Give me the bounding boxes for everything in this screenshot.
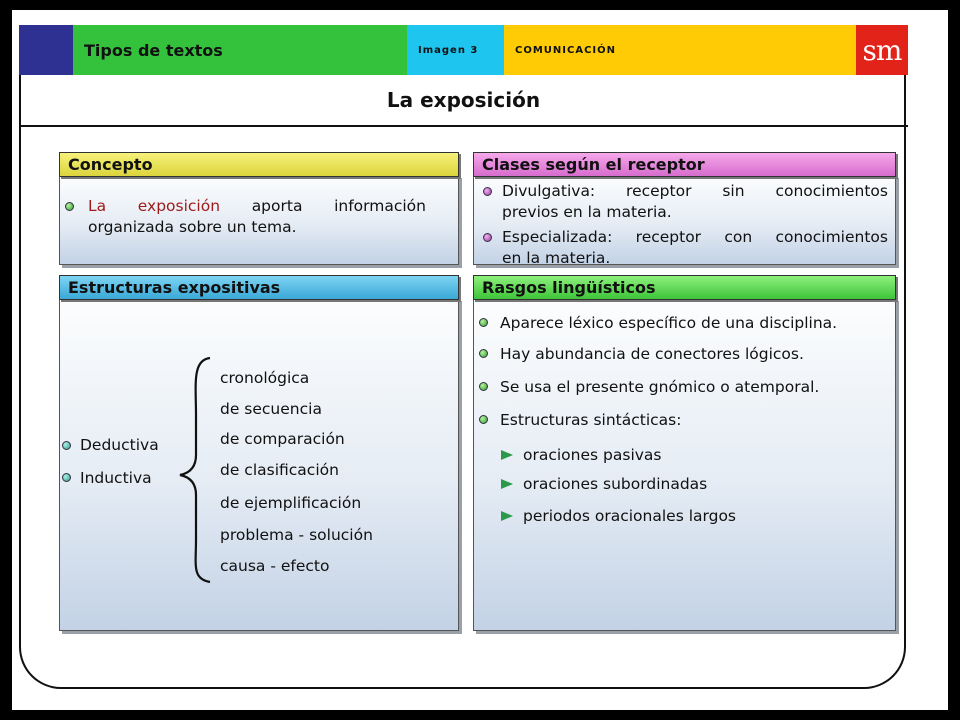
header-navy-block xyxy=(19,25,73,75)
panel-rasgos xyxy=(473,298,896,631)
rasgo-item: Estructuras sintácticas: xyxy=(500,411,682,429)
bullet-icon xyxy=(62,473,71,482)
estructura-item: cronológica xyxy=(220,369,310,387)
estructura-item: causa - efecto xyxy=(220,557,330,575)
estructura-item: de comparación xyxy=(220,430,345,448)
panel-clases xyxy=(473,175,896,265)
bullet-icon xyxy=(65,202,74,211)
header-image-label: Imagen 3 xyxy=(407,25,504,75)
rasgo-item: Se usa el presente gnómico o atemporal. xyxy=(500,378,820,396)
panel-concepto xyxy=(59,175,459,265)
clases-item-1-line2: previos en la materia. xyxy=(502,203,672,221)
bullet-icon xyxy=(479,415,488,424)
bullet-icon xyxy=(483,233,492,242)
clases-item-2: Especializada: receptor con conocimiento… xyxy=(502,227,888,263)
type-deductiva: Deductiva xyxy=(80,436,159,454)
panel-concepto-title: Concepto xyxy=(59,152,459,177)
concepto-line2: organizada sobre un tema. xyxy=(88,218,297,236)
estructura-item: de secuencia xyxy=(220,400,322,418)
bullet-icon xyxy=(62,441,71,450)
header-bar: Tipos de textos Imagen 3 COMUNICACIÓN sm xyxy=(19,25,908,75)
type-inductiva: Inductiva xyxy=(80,469,152,487)
bullet-icon xyxy=(479,318,488,327)
panel-clases-title: Clases según el receptor xyxy=(473,152,896,177)
estructura-item: de clasificación xyxy=(220,461,339,479)
rasgo-item: Hay abundancia de conectores lógicos. xyxy=(500,345,804,363)
clases-item-1: Divulgativa: receptor sin conocimientos … xyxy=(502,181,888,223)
header-subject: COMUNICACIÓN xyxy=(504,25,856,75)
sm-logo: sm xyxy=(856,25,908,75)
panel-estructuras-title: Estructuras expositivas xyxy=(59,275,459,300)
panel-rasgos-title: Rasgos lingüísticos xyxy=(473,275,896,300)
bullet-icon xyxy=(479,382,488,391)
rasgo-item: Aparece léxico específico de una discipl… xyxy=(500,314,838,332)
bullet-icon xyxy=(483,187,492,196)
page-title: La exposición xyxy=(386,88,541,112)
bullet-icon xyxy=(479,349,488,358)
clases-item-2-line2: en la materia. xyxy=(502,249,611,263)
header-section-title: Tipos de textos xyxy=(73,25,407,75)
estructura-item: de ejemplificación xyxy=(220,494,362,512)
slide-frame xyxy=(19,75,906,689)
panel-estructuras xyxy=(59,298,459,631)
clases-item-2-line1: Especializada: receptor con conocimiento… xyxy=(502,228,888,246)
concepto-highlight: La exposición xyxy=(88,197,221,215)
concepto-line1-rest: aporta información xyxy=(251,197,426,215)
title-bar: La exposición xyxy=(19,75,908,127)
arrow-right-icon xyxy=(501,511,513,521)
clases-item-1-line1: Divulgativa: receptor sin conocimientos xyxy=(502,182,888,200)
rasgo-subitem: periodos oracionales largos xyxy=(523,507,736,525)
rasgo-subitem: oraciones pasivas xyxy=(523,446,662,464)
curly-brace-icon xyxy=(179,356,211,584)
estructura-item: problema - solución xyxy=(220,526,373,544)
arrow-right-icon xyxy=(501,479,513,489)
rasgo-subitem: oraciones subordinadas xyxy=(523,475,708,493)
concepto-text: La exposición aporta información organiz… xyxy=(88,196,426,238)
arrow-right-icon xyxy=(501,450,513,460)
